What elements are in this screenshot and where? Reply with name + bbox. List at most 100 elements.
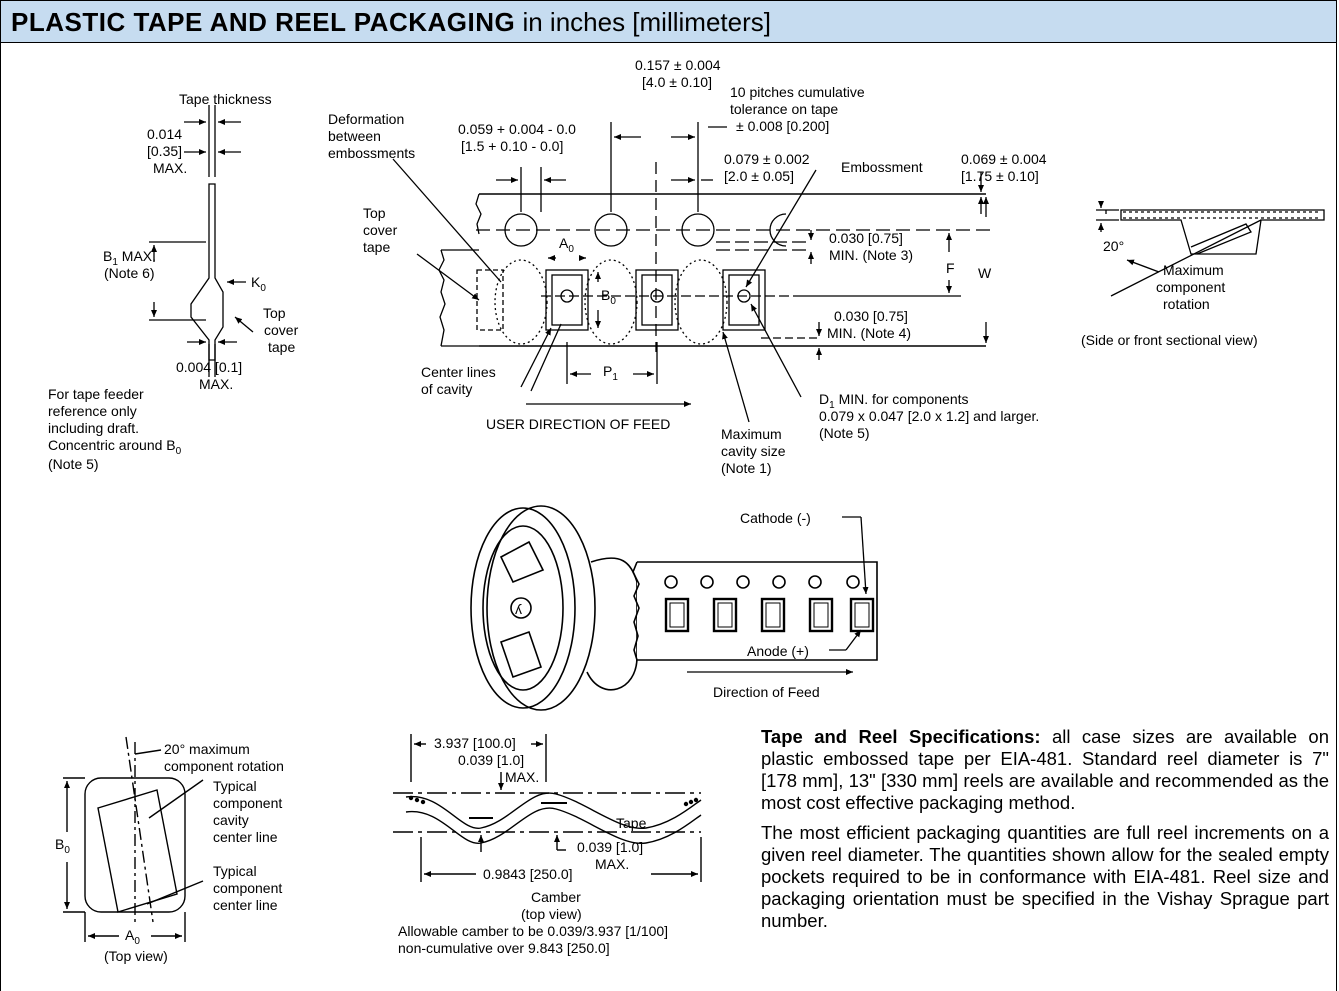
- b1-note: (Note 6): [104, 265, 155, 281]
- max-cavity-3: (Note 1): [721, 460, 772, 476]
- top-view-labels: 20° maximum component rotation Typical c…: [55, 741, 284, 964]
- comp-cl-2: component: [213, 880, 282, 896]
- rotation-labels: 20° Maximum component rotation (Side or …: [1081, 238, 1258, 348]
- top-cover-3: tape: [268, 339, 295, 355]
- title-bold: PLASTIC TAPE AND REEL PACKAGING: [11, 7, 516, 37]
- p1-label: P1: [603, 363, 618, 383]
- e-in: 0.069 ± 0.004: [961, 151, 1047, 167]
- camber-labels: 3.937 [100.0] 0.039 [1.0] MAX. Tape 0.03…: [398, 735, 668, 956]
- camber-250: 0.9843 [250.0]: [483, 866, 573, 882]
- top-cover-3b: tape: [363, 239, 390, 255]
- camber-allow-2: non-cumulative over 9.843 [250.0]: [398, 940, 610, 956]
- comp-cl-1: Typical: [213, 863, 257, 879]
- feeder-note-3: including draft.: [48, 420, 139, 436]
- spec-heading: Tape and Reel Specifications:: [761, 726, 1041, 747]
- deformation-1: Deformation: [328, 111, 404, 127]
- cavity-cl-2: component: [213, 795, 282, 811]
- e-mm: [1.75 ± 0.10]: [961, 168, 1039, 184]
- min-note3-a: 0.030 [0.75]: [829, 230, 903, 246]
- d1-note-2: 0.079 x 0.047 [2.0 x 1.2] and larger.: [819, 408, 1039, 424]
- f-label: F: [946, 260, 955, 276]
- d1-note-1: D1 MIN. for components: [819, 391, 969, 411]
- embossment-label: Embossment: [841, 159, 923, 175]
- spec-paragraph-2: The most efficient packaging quantities …: [761, 822, 1329, 932]
- p2-in: 0.079 ± 0.002: [724, 151, 810, 167]
- side-section: [149, 105, 254, 377]
- p0-inch: 0.157 ± 0.004: [635, 57, 721, 73]
- cathode-label: Cathode (-): [740, 510, 811, 526]
- user-direction-feed: USER DIRECTION OF FEED: [486, 416, 670, 432]
- spec-body-1: all case sizes are available on plastic …: [761, 726, 1329, 813]
- thickness-value-in: 0.014: [147, 126, 182, 142]
- center-lines-1: Center lines: [421, 364, 496, 380]
- max-cavity-2: cavity size: [721, 443, 786, 459]
- ten-pitch-3: ± 0.008 [0.200]: [736, 118, 829, 134]
- top-cover-2b: cover: [363, 222, 398, 238]
- max-rotation-2: component: [1156, 279, 1225, 295]
- b0-label: B0: [601, 287, 616, 307]
- top-rot-1: 20° maximum: [164, 741, 250, 757]
- svg-text:ʎ: ʎ: [515, 601, 522, 617]
- cavity-cl-3: cavity: [213, 812, 249, 828]
- max-cavity-1: Maximum: [721, 426, 782, 442]
- anode-label: Anode (+): [747, 643, 809, 659]
- hole-dia-in: 0.059 + 0.004 - 0.0: [458, 121, 576, 137]
- camber-allow-1: Allowable camber to be 0.039/3.937 [1/10…: [398, 923, 668, 939]
- camber-caption-2: (top view): [521, 906, 582, 922]
- header-banner: PLASTIC TAPE AND REEL PACKAGING in inche…: [0, 0, 1337, 43]
- p2-mm: [2.0 ± 0.05]: [724, 168, 794, 184]
- side-section-labels: Tape thickness 0.014 [0.35] MAX. B1 MAX.…: [48, 91, 299, 472]
- feeder-note-5: (Note 5): [48, 456, 99, 472]
- spec-paragraph-1: Tape and Reel Specifications: all case s…: [761, 726, 1329, 814]
- tape-thickness-label: Tape thickness: [179, 91, 272, 107]
- w-label: W: [978, 265, 992, 281]
- cavity-cl-4: center line: [213, 829, 278, 845]
- thickness-value-mm: [0.35]: [147, 143, 182, 159]
- camber-max1-b: MAX.: [505, 769, 539, 785]
- top-cover-2: cover: [264, 322, 299, 338]
- feeder-note-2: reference only: [48, 403, 137, 419]
- page-title: PLASTIC TAPE AND REEL PACKAGING in inche…: [11, 7, 771, 37]
- ten-pitch-1: 10 pitches cumulative: [730, 84, 865, 100]
- dim-004-max: MAX.: [199, 376, 233, 392]
- k0-label: K0: [251, 274, 266, 294]
- max-rotation-3: rotation: [1163, 296, 1210, 312]
- cavity-cl-1: Typical: [213, 778, 257, 794]
- reel-labels: Cathode (-) Anode (+) Direction of Feed: [713, 510, 820, 700]
- top-cover-1: Top: [263, 305, 286, 321]
- min-note3-b: MIN. (Note 3): [829, 247, 913, 263]
- camber-tape-label: Tape: [616, 815, 647, 831]
- dim-004: 0.004 [0.1]: [176, 359, 242, 375]
- tape-top-view: [392, 122, 991, 423]
- camber-max2-a: 0.039 [1.0]: [577, 839, 643, 855]
- top-view-caption: (Top view): [104, 948, 168, 964]
- top-view-drawing: [63, 736, 204, 942]
- camber-100: 3.937 [100.0]: [434, 735, 516, 751]
- hole-dia-mm: [1.5 + 0.10 - 0.0]: [461, 138, 563, 154]
- title-units: in inches [millimeters]: [515, 7, 771, 37]
- camber-drawing: [393, 734, 702, 882]
- center-lines-2: of cavity: [421, 381, 472, 397]
- drawing-frame: Tape thickness 0.014 [0.35] MAX. B1 MAX.…: [0, 42, 1337, 991]
- camber-max1-a: 0.039 [1.0]: [458, 752, 524, 768]
- min-note4-b: MIN. (Note 4): [827, 325, 911, 341]
- feed-direction-label: Direction of Feed: [713, 684, 820, 700]
- feeder-note-4: Concentric around B0: [48, 437, 182, 457]
- d1-note-3: (Note 5): [819, 425, 870, 441]
- reel-drawing: ʎ: [470, 505, 878, 711]
- tape-top-labels: 0.157 ± 0.004 [4.0 ± 0.10] 10 pitches cu…: [328, 57, 1047, 476]
- top-cover-1b: Top: [363, 205, 386, 221]
- top-b0: B0: [55, 836, 70, 856]
- feeder-note-1: For tape feeder: [48, 386, 144, 402]
- top-a0: A0: [125, 927, 140, 947]
- rotation-caption: (Side or front sectional view): [1081, 332, 1258, 348]
- technical-drawing: Tape thickness 0.014 [0.35] MAX. B1 MAX.…: [48, 57, 1325, 964]
- max-rotation-1: Maximum: [1163, 262, 1224, 278]
- min-note4-a: 0.030 [0.75]: [834, 308, 908, 324]
- comp-cl-3: center line: [213, 897, 278, 913]
- p0-mm: [4.0 ± 0.10]: [642, 74, 712, 90]
- deformation-2: between: [328, 128, 381, 144]
- rotation-angle: 20°: [1103, 238, 1124, 254]
- spec-body-2: The most efficient packaging quantities …: [761, 822, 1329, 931]
- ten-pitch-2: tolerance on tape: [730, 101, 838, 117]
